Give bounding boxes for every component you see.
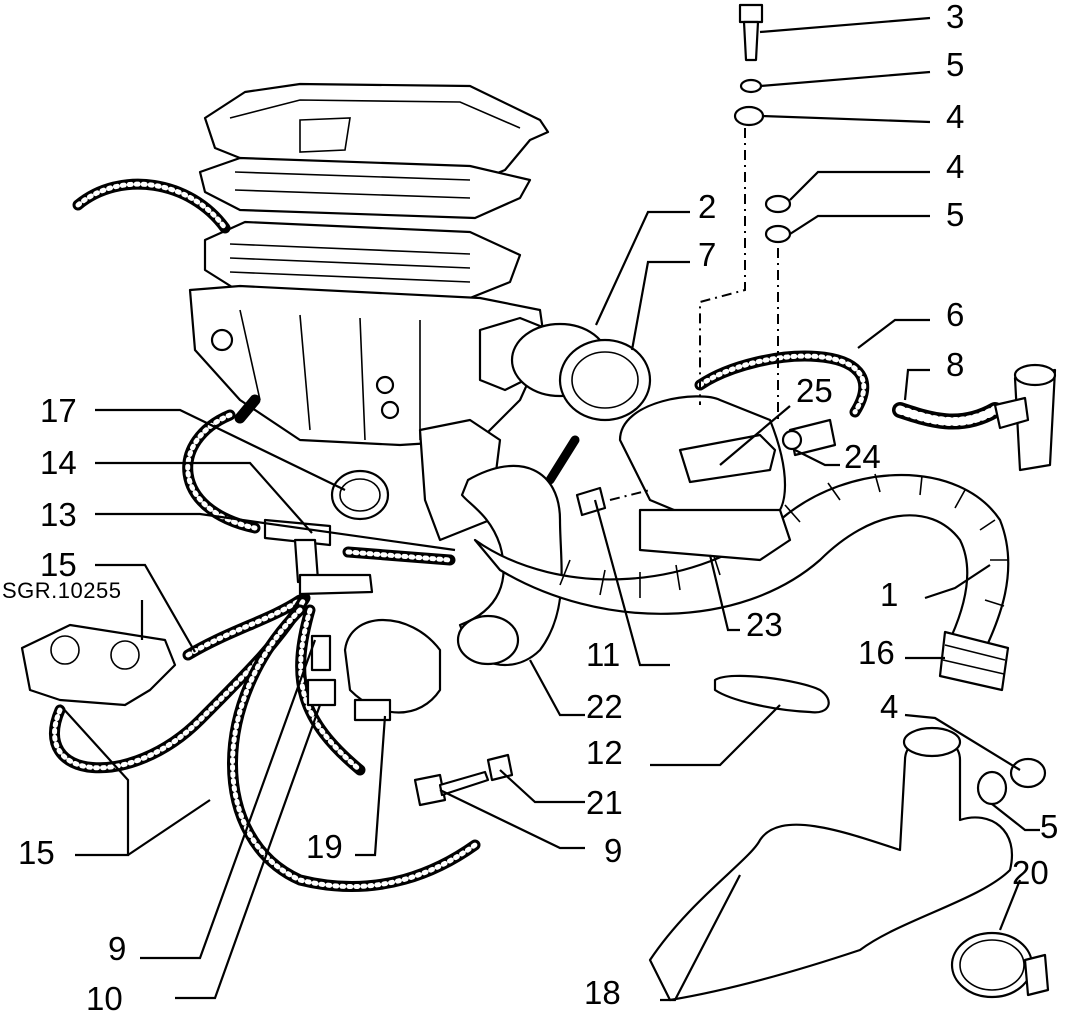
part-label-24: 24: [844, 438, 881, 475]
part-label-5: 5: [946, 46, 964, 83]
part-label-6: 6: [946, 296, 964, 333]
part-labels: 3 5 4 4 5 2 7 6 8 25 24 17 14 13 15 1 23…: [2, 0, 1058, 1012]
part-label-12: 12: [586, 734, 623, 771]
part-label-9: 9: [108, 930, 126, 967]
part-label-16: 16: [858, 634, 895, 671]
part-label-25: 25: [796, 372, 833, 409]
part-label-19: 19: [306, 828, 343, 865]
part-label-4: 4: [880, 688, 898, 725]
part-label-21: 21: [586, 784, 623, 821]
rubber-hoses: [49, 178, 1003, 893]
part-label-9: 9: [604, 832, 622, 869]
intake-parts: [20, 322, 1057, 1002]
part-label-15: 15: [40, 546, 77, 583]
part-label-23: 23: [746, 606, 783, 643]
drawing-code-label: SGR.10255: [2, 578, 121, 603]
part-label-1: 1: [880, 576, 898, 613]
part-label-7: 7: [698, 236, 716, 273]
leader-lines: [59, 16, 1040, 1002]
part-label-8: 8: [946, 346, 964, 383]
air-filter-housing: [188, 82, 552, 542]
part-label-13: 13: [40, 496, 77, 533]
part-label-5: 5: [1040, 808, 1058, 845]
bolt-stack: [609, 3, 792, 501]
part-label-22: 22: [586, 688, 623, 725]
part-label-5: 5: [946, 196, 964, 233]
part-label-18: 18: [584, 974, 621, 1011]
part-label-2: 2: [698, 188, 716, 225]
part-label-20: 20: [1012, 854, 1049, 891]
part-label-17: 17: [40, 392, 77, 429]
part-label-14: 14: [40, 444, 77, 481]
part-label-4: 4: [946, 98, 964, 135]
part-label-4: 4: [946, 148, 964, 185]
part-label-3: 3: [946, 0, 964, 35]
part-label-15: 15: [18, 834, 55, 871]
part-label-10: 10: [86, 980, 123, 1012]
part-label-11: 11: [586, 636, 620, 673]
